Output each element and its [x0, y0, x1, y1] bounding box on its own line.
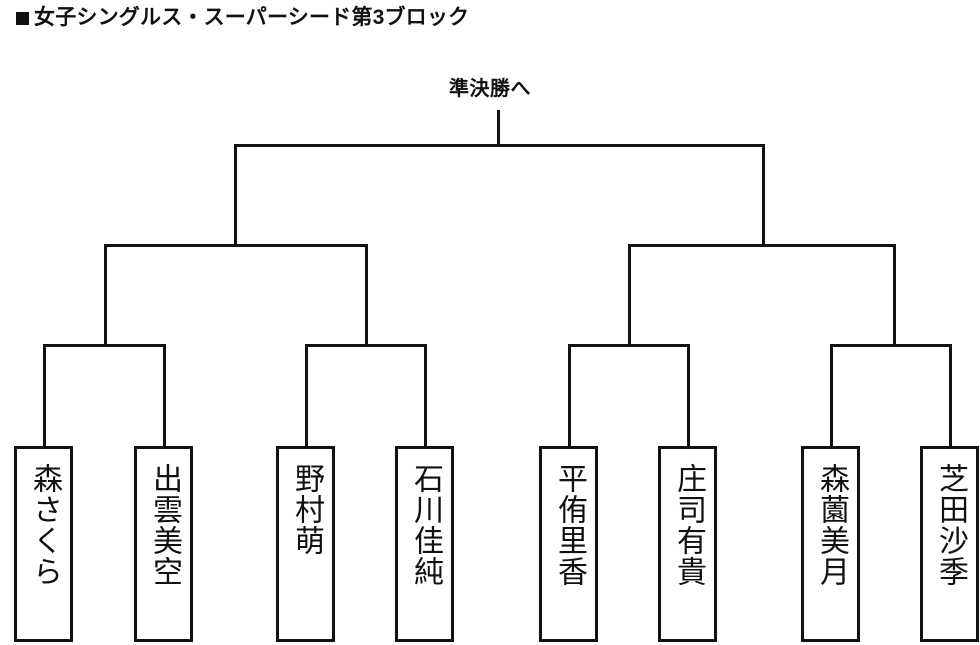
player-name-8: 芝田沙季	[932, 463, 968, 587]
round2-riser-left-a	[104, 244, 107, 346]
round1-drop-1a	[43, 344, 46, 447]
player-name-2: 出雲美空	[146, 463, 182, 587]
round2-riser-left-b	[365, 244, 368, 346]
round3-connector-bar	[234, 144, 765, 147]
player-box-5[interactable]: 平侑里香	[539, 446, 598, 642]
destination-label: 準決勝へ	[449, 78, 531, 100]
round1-connector-bar-1	[43, 344, 166, 347]
final-stem	[497, 110, 500, 146]
player-box-7[interactable]: 森薗美月	[801, 446, 860, 642]
player-box-2[interactable]: 出雲美空	[134, 446, 193, 642]
player-name-3: 野村萌	[288, 463, 324, 556]
player-name-6: 庄司有貴	[670, 463, 706, 587]
player-box-1[interactable]: 森さくら	[14, 446, 73, 642]
round2-connector-bar-left	[104, 244, 368, 247]
round3-riser-right	[762, 144, 765, 246]
round2-riser-right-b	[893, 244, 896, 346]
player-box-4[interactable]: 石川佳純	[395, 446, 454, 642]
round1-drop-3a	[568, 344, 571, 447]
player-name-4: 石川佳純	[407, 463, 443, 587]
page-title: 女子シングルス・スーパーシード第3ブロック	[16, 7, 469, 28]
round1-drop-2b	[424, 344, 427, 447]
player-box-3[interactable]: 野村萌	[276, 446, 335, 642]
player-name-5: 平侑里香	[551, 463, 587, 587]
round1-drop-1b	[163, 344, 166, 447]
round1-drop-2a	[305, 344, 308, 447]
player-name-1: 森さくら	[26, 463, 62, 587]
round1-connector-bar-3	[568, 344, 690, 347]
player-box-8[interactable]: 芝田沙季	[920, 446, 979, 642]
round3-riser-left	[234, 144, 237, 246]
round1-drop-4b	[949, 344, 952, 447]
bullet-square-icon	[16, 12, 29, 25]
round1-drop-3b	[687, 344, 690, 447]
round1-connector-bar-2	[305, 344, 427, 347]
page-title-text: 女子シングルス・スーパーシード第3ブロック	[34, 6, 470, 29]
round1-connector-bar-4	[830, 344, 952, 347]
round1-drop-4a	[830, 344, 833, 447]
round2-connector-bar-right	[628, 244, 896, 247]
player-name-7: 森薗美月	[813, 463, 849, 587]
player-box-6[interactable]: 庄司有貴	[658, 446, 717, 642]
round2-riser-right-a	[628, 244, 631, 346]
